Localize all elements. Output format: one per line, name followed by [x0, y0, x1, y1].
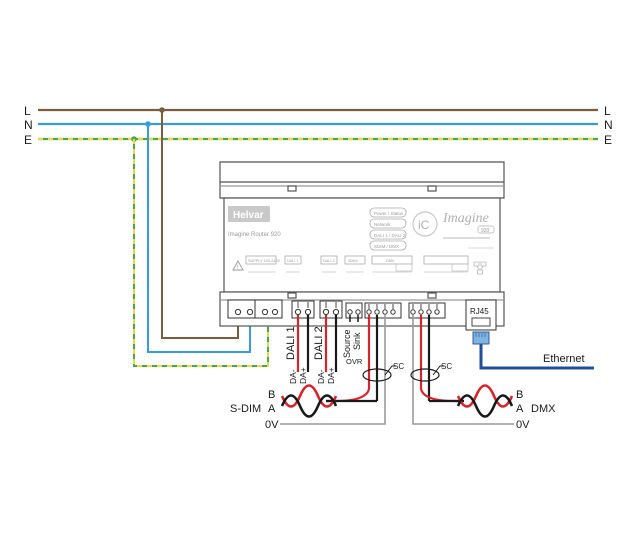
supply-lines: L N E L N E — [24, 104, 613, 147]
neutral-drop — [147, 124, 251, 353]
dali2-da-minus: DA- — [316, 369, 326, 384]
dmx-a-label: A — [516, 403, 524, 415]
status-label-sdim-dmx: SDIM / DMX — [374, 244, 399, 249]
device-top-rail — [219, 161, 505, 199]
warning-icon — [232, 260, 244, 271]
rj45-label: RJ45 — [470, 307, 489, 316]
router-device — [219, 161, 505, 327]
bottom-clip-right — [427, 292, 437, 299]
section-label-supply: SUPPLY 100-240V — [248, 259, 281, 263]
imagine-logo-sub: 920 — [481, 228, 490, 234]
section-sdim — [344, 255, 366, 265]
sdim-twisted-pair — [280, 384, 338, 418]
section-supply — [245, 255, 277, 265]
section-dmx — [371, 255, 413, 265]
panel-box-b — [451, 263, 469, 272]
left-label-N: N — [24, 118, 33, 132]
panel-box-a — [395, 263, 413, 272]
terminal-top-lines — [297, 302, 438, 309]
imagine-logo: Imagine — [442, 211, 489, 226]
dmx-sc-label: SC — [441, 362, 452, 371]
ovr-label: OVR — [346, 357, 363, 366]
rj45-port: RJ45 — [465, 299, 497, 345]
status-label-network: Network — [374, 222, 391, 227]
left-label-E: E — [24, 133, 32, 147]
dmx-name-label: DMX — [531, 403, 556, 415]
network-icon — [473, 261, 487, 275]
top-clip-left — [287, 185, 297, 192]
ethernet-label: Ethernet — [543, 353, 585, 365]
earth-drop-stripe — [133, 139, 269, 367]
svg-text:!: ! — [237, 265, 239, 271]
dali1-label: DALI 1 — [285, 326, 297, 360]
live-drop — [161, 110, 239, 339]
right-label-E: E — [604, 133, 612, 147]
terminal-screws — [234, 308, 440, 316]
dmx-b-label: B — [516, 389, 523, 401]
bottom-clip-left — [287, 292, 297, 299]
status-label-power: Power / Status — [374, 211, 404, 216]
section-label-dali2: DALI 2 — [323, 259, 335, 263]
top-clip-right — [427, 185, 437, 192]
section-dali2 — [320, 255, 338, 265]
sdim-shield-ring — [362, 368, 392, 382]
sdim-0v-label: 0V — [265, 419, 279, 431]
status-label-dali: DALI 1 / DALI 2 — [374, 233, 406, 238]
dmx-twisted-pair — [456, 384, 514, 418]
dali1-da-plus: DA+ — [298, 367, 308, 384]
sdim-a-label: A — [268, 403, 276, 415]
sdim-wiring — [280, 315, 396, 425]
section-label-sdim: SDIM — [348, 259, 358, 263]
left-label-L: L — [24, 104, 31, 118]
ethernet-cable — [479, 344, 594, 370]
dmx-shield-ring — [410, 368, 440, 382]
dali1-terminal — [291, 300, 315, 319]
sdim-name-label: S-DIM — [230, 403, 261, 415]
section-dmx2 — [423, 255, 469, 265]
dmx-0v-label: 0V — [516, 419, 530, 431]
right-label-L: L — [604, 104, 611, 118]
sink-label: Sink — [352, 332, 362, 350]
ic-badge-text: iC — [418, 218, 430, 232]
sdim-sc-label: SC — [393, 362, 404, 371]
dali2-da-plus: DA+ — [326, 367, 336, 384]
sdim-b-label: B — [268, 389, 275, 401]
dali1-da-minus: DA- — [288, 369, 298, 384]
right-label-N: N — [604, 118, 613, 132]
dali2-terminal — [319, 300, 343, 319]
status-labels — [369, 207, 407, 251]
ic-badge — [412, 211, 438, 237]
supply-drops — [133, 110, 269, 367]
section-label-dmx: DMX — [386, 259, 395, 263]
section-label-dali1: DALI 1 — [287, 259, 299, 263]
dali-wiring — [296, 315, 338, 372]
section-dali1 — [284, 255, 302, 265]
model-name: Imagine Router 920 — [228, 232, 281, 238]
dmx-wiring — [410, 315, 514, 425]
dali2-label: DALI 2 — [313, 326, 325, 360]
ethernet-plug — [472, 331, 490, 345]
helvar-logo-box — [228, 206, 270, 222]
front-panel-artwork: Helvar Imagine Router 920 Power / Status… — [228, 206, 495, 275]
source-label: Source — [342, 329, 352, 358]
helvar-logo: Helvar — [233, 210, 264, 221]
